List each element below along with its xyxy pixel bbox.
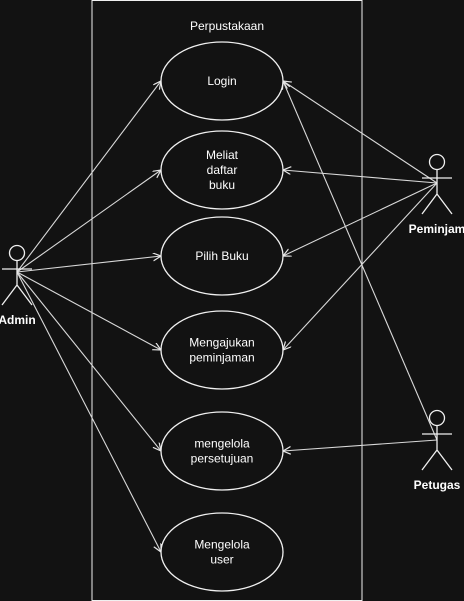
- association-admin-mengajukan-peminjaman: [16, 271, 161, 350]
- actor-head-icon: [8, 244, 26, 262]
- use-case-ellipse: [160, 41, 284, 121]
- use-case-ellipse: [160, 411, 284, 491]
- use-case-label: buku: [209, 178, 235, 192]
- association-admin-lihat-daftar-buku: [16, 170, 161, 273]
- use-case-ellipse: [160, 310, 284, 390]
- actor-body-icon: [1, 260, 33, 306]
- association-peminjam-lihat-daftar-buku: [283, 170, 438, 184]
- actor-label: Petugas: [414, 478, 461, 492]
- association-peminjam-pilih-buku: [283, 182, 438, 256]
- actor-head-icon: [428, 409, 446, 427]
- use-case-ellipse: [160, 512, 284, 592]
- association-petugas-mengelola-persetujuan: [283, 439, 438, 451]
- actor-body-icon: [421, 169, 453, 215]
- use-case-label: mengelola: [194, 437, 250, 451]
- association-peminjam-login: [283, 81, 438, 184]
- use-case-login[interactable]: Login: [160, 41, 284, 121]
- association-peminjam-mengajukan-peminjaman: [283, 182, 438, 350]
- actor-peminjam[interactable]: Peminjam: [409, 153, 464, 237]
- use-case-label: Login: [207, 74, 236, 88]
- association-admin-mengelola-persetujuan: [16, 271, 161, 451]
- use-case-pilih-buku[interactable]: Pilih Buku: [160, 216, 284, 296]
- actor-label: Peminjam: [409, 222, 464, 236]
- actor-label: Admin: [0, 313, 36, 327]
- use-case-label: daftar: [207, 163, 238, 177]
- use-case-label: user: [210, 553, 233, 567]
- use-case-label: persetujuan: [191, 452, 254, 466]
- use-case-ellipse: [160, 130, 284, 210]
- association-admin-mengelola-user: [16, 271, 161, 552]
- system-title: Perpustakaan: [190, 19, 264, 33]
- use-case-label: Mengelola: [194, 538, 250, 552]
- actor-admin[interactable]: Admin: [0, 244, 36, 328]
- actor-body-icon: [421, 425, 453, 471]
- actor-petugas[interactable]: Petugas: [414, 409, 461, 493]
- association-lines: [16, 81, 438, 552]
- association-petugas-login: [283, 81, 438, 441]
- use-case-ellipse: [160, 216, 284, 296]
- association-admin-pilih-buku: [16, 256, 161, 273]
- use-case-label: Meliat: [206, 148, 239, 162]
- use-case-label: Pilih Buku: [195, 249, 248, 263]
- use-case-label: Mengajukan: [189, 336, 254, 350]
- association-admin-login: [16, 81, 161, 273]
- use-case-label: peminjaman: [189, 351, 254, 365]
- actor-head-icon: [428, 153, 446, 171]
